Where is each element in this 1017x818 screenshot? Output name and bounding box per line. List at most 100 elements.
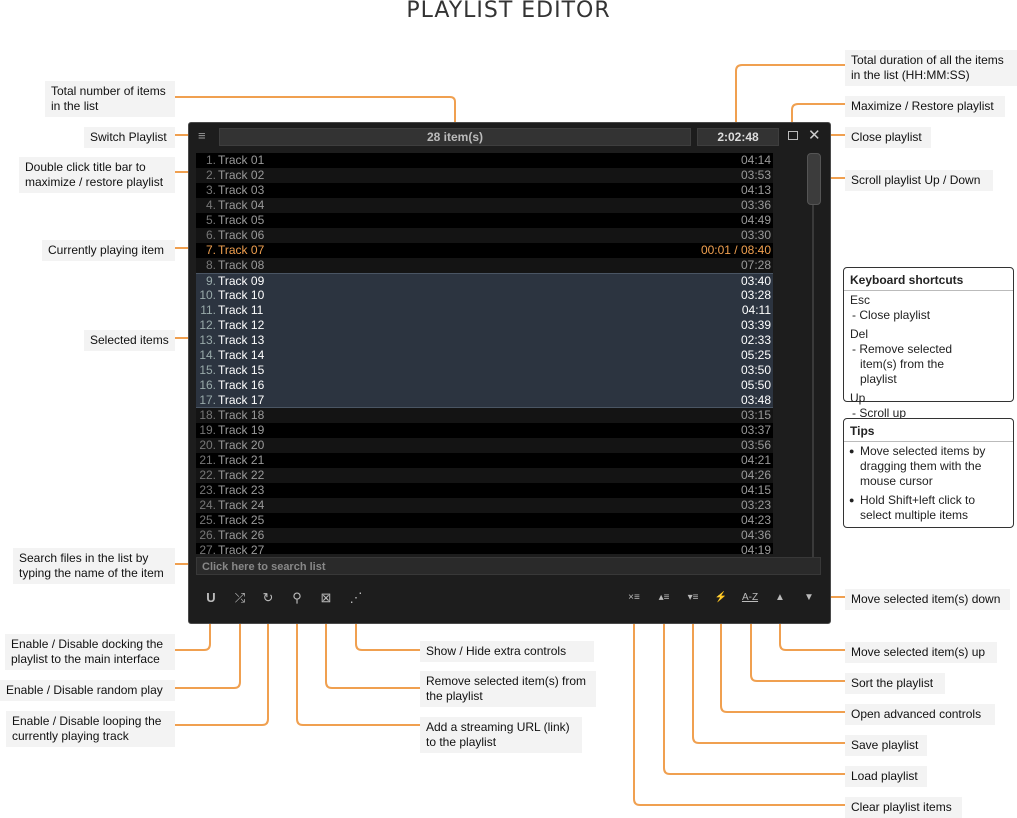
track-number: 20. xyxy=(199,438,216,452)
track-duration: 03:40 xyxy=(740,274,771,288)
search-input[interactable]: Click here to search list xyxy=(196,557,821,575)
track-number: 26. xyxy=(199,528,216,542)
track-duration: 03:30 xyxy=(740,228,771,242)
track-name: Track 01 xyxy=(218,153,265,167)
track-name: Track 05 xyxy=(218,213,265,227)
track-name: Track 10 xyxy=(218,288,265,302)
magic-wand-icon[interactable]: ⚡ xyxy=(714,592,728,603)
loop-icon[interactable]: ↻ xyxy=(262,590,274,605)
tips-title: Tips xyxy=(850,424,875,438)
track-number: 10. xyxy=(199,288,216,302)
extra-controls-icon[interactable]: ⋰ xyxy=(349,590,363,605)
track-name: Track 11 xyxy=(218,303,264,317)
maximize-icon[interactable] xyxy=(788,131,798,140)
callout-close: Close playlist xyxy=(845,127,931,148)
close-icon[interactable]: ✕ xyxy=(808,127,821,144)
clear-list-icon[interactable]: ×≡ xyxy=(628,592,640,603)
track-number: 24. xyxy=(199,498,216,512)
callout-load: Load playlist xyxy=(845,766,927,787)
track-duration: 04:14 xyxy=(740,153,771,167)
track-number: 17. xyxy=(199,393,216,407)
move-up-icon[interactable]: ▲ xyxy=(775,592,785,603)
track-number: 4. xyxy=(205,198,216,212)
scrollbar-thumb[interactable] xyxy=(807,153,821,205)
shortcut-desc: - Remove selected item(s) from the playl… xyxy=(852,342,953,386)
track-name: Track 07 xyxy=(218,243,265,257)
track-name: Track 18 xyxy=(218,408,265,422)
callout-extra-controls: Show / Hide extra controls xyxy=(420,641,594,662)
title-bar[interactable]: ≡ 28 item(s) 2:02:48 ✕ xyxy=(189,123,830,149)
magnet-icon[interactable]: U xyxy=(206,590,216,605)
link-icon[interactable]: ⚲ xyxy=(292,590,302,605)
tip-item: Hold Shift+left click to select multiple… xyxy=(844,491,1013,525)
track-duration: 04:15 xyxy=(740,483,771,497)
track-duration: 03:39 xyxy=(740,318,771,332)
move-down-icon[interactable]: ▼ xyxy=(804,592,814,603)
track-duration: 04:21 xyxy=(740,453,771,467)
track-name: Track 22 xyxy=(218,468,265,482)
track-name: Track 25 xyxy=(218,513,265,527)
callout-docking: Enable / Disable docking the playlist to… xyxy=(5,634,175,670)
track-number: 13. xyxy=(199,333,216,347)
track-number: 16. xyxy=(199,378,216,392)
track-row-selected[interactable]: 13.Track 13 02:33 xyxy=(196,333,773,348)
track-name: Track 15 xyxy=(218,363,265,377)
track-duration: 03:50 xyxy=(740,363,771,377)
callout-move-down: Move selected item(s) down xyxy=(845,589,1010,610)
track-duration: 03:56 xyxy=(740,438,771,452)
track-duration: 07:28 xyxy=(740,258,771,272)
track-duration: 03:36 xyxy=(740,198,771,212)
track-duration: 02:33 xyxy=(740,333,771,347)
item-count-title[interactable]: 28 item(s) xyxy=(219,128,691,146)
tip-item: Move selected items by dragging them wit… xyxy=(844,442,1013,491)
track-name: Track 19 xyxy=(218,423,265,437)
callout-maximize: Maximize / Restore playlist xyxy=(845,96,1005,117)
track-name: Track 13 xyxy=(218,333,265,347)
shortcut-row: Up- Scroll up xyxy=(844,389,1013,423)
callout-double-click: Double click title bar to maximize / res… xyxy=(19,157,175,193)
shortcut-row: Esc- Close playlist xyxy=(844,291,1013,325)
shortcut-key: Up xyxy=(850,391,866,405)
scrollbar-track[interactable] xyxy=(812,153,814,568)
callout-add-url: Add a streaming URL (link) to the playli… xyxy=(420,717,582,753)
track-name: Track 09 xyxy=(218,274,265,288)
callout-remove-selected: Remove selected item(s) from the playlis… xyxy=(420,671,596,707)
load-list-icon[interactable]: ▴≡ xyxy=(658,592,670,603)
shuffle-icon[interactable]: ⤮ xyxy=(234,590,246,605)
callout-switch-playlist: Switch Playlist xyxy=(84,127,175,148)
track-name: Track 03 xyxy=(218,183,265,197)
hamburger-icon[interactable]: ≡ xyxy=(198,128,206,143)
sort-icon[interactable]: A-Z xyxy=(741,592,759,603)
remove-icon[interactable]: ⊠ xyxy=(320,590,332,605)
save-list-icon[interactable]: ▾≡ xyxy=(687,592,699,603)
track-duration: 05:50 xyxy=(740,378,771,392)
